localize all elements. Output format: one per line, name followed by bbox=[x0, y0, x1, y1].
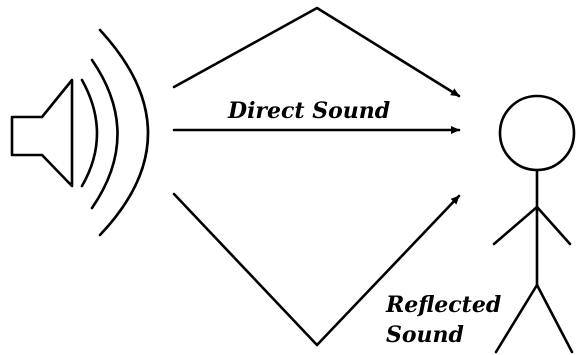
figure-left-leg bbox=[494, 283, 539, 354]
speaker-icon bbox=[10, 78, 74, 188]
sound-waves bbox=[80, 28, 150, 237]
figure-head bbox=[498, 94, 576, 172]
reflected-sound-label: Reflected Sound bbox=[386, 290, 501, 350]
sound-wave-middle bbox=[90, 58, 119, 210]
reflected-sound-path-bottom bbox=[172, 192, 461, 347]
reflected-sound-label-line1: Reflected bbox=[386, 292, 502, 318]
figure-left-arm bbox=[492, 205, 539, 246]
reflected-sound-label-line2: Sound bbox=[386, 322, 464, 348]
reflected-sound-path-top bbox=[172, 6, 461, 98]
figure-right-leg bbox=[535, 283, 574, 354]
direct-sound-label: Direct Sound bbox=[228, 98, 391, 124]
stick-figure bbox=[492, 94, 576, 354]
sound-wave-outer bbox=[98, 28, 150, 237]
sound-wave-inner bbox=[80, 78, 99, 188]
figure-right-arm bbox=[535, 205, 572, 246]
